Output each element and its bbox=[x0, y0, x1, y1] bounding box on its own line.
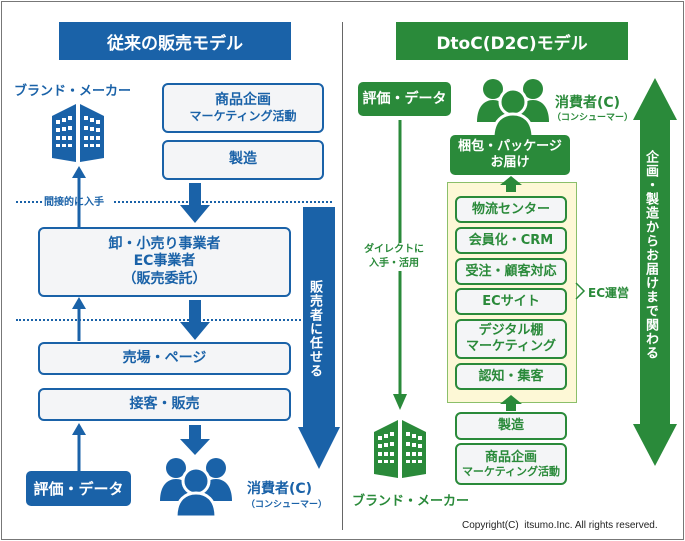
arrow-up-icon bbox=[72, 423, 86, 471]
sales-floor-box: 売場・ページ bbox=[38, 342, 291, 375]
building-icon bbox=[52, 104, 104, 162]
people-icon bbox=[477, 79, 549, 140]
arrow-down-icon bbox=[180, 300, 210, 340]
ec-step-digital-shelf: デジタル棚 マーケティング bbox=[455, 319, 567, 359]
ec-operations-label: EC運営 bbox=[588, 286, 630, 300]
delivery-line1: 梱包・パッケージ bbox=[458, 139, 562, 155]
d2c-manufacturing-box: 製造 bbox=[455, 412, 567, 440]
ec-bracket-icon bbox=[575, 282, 586, 300]
divider-dotted-line bbox=[114, 201, 332, 203]
ec-step-ec-site: ECサイト bbox=[455, 288, 567, 315]
arrow-down-icon bbox=[180, 425, 210, 455]
delivery-box: 梱包・パッケージ お届け bbox=[450, 135, 570, 175]
divider-dotted-line bbox=[16, 319, 332, 321]
involve-arrow-text: 企画・製造からお届けまで関わる bbox=[643, 150, 658, 360]
building-icon bbox=[374, 420, 426, 478]
direct-label-line1: ダイレクトに bbox=[364, 244, 424, 255]
delegate-arrow-icon bbox=[298, 207, 340, 469]
direct-label: ダイレクトに 入手・活用 bbox=[364, 243, 424, 271]
copyright-text: Copyright(C) itsumo.Inc. All rights rese… bbox=[462, 520, 658, 531]
arrow-up-icon bbox=[500, 176, 522, 192]
ec-step-logistics: 物流センター bbox=[455, 196, 567, 223]
center-divider bbox=[342, 22, 343, 530]
ec-step-awareness: 認知・集客 bbox=[455, 363, 567, 390]
planning-line1: 商品企画 bbox=[215, 91, 271, 108]
ec-step-orders: 受注・顧客対応 bbox=[455, 258, 567, 285]
traditional-model-title: 従来の販売モデル bbox=[59, 22, 291, 60]
d2c-consumer-sub: （コンシューマー） bbox=[552, 113, 634, 123]
direct-label-line2: 入手・活用 bbox=[369, 258, 419, 269]
d2c-planning-line1: 商品企画 bbox=[484, 449, 537, 465]
traditional-consumer-sub: （コンシューマー） bbox=[246, 500, 328, 510]
traditional-planning-box: 商品企画 マーケティング活動 bbox=[162, 83, 324, 133]
planning-line2: マーケティング活動 bbox=[189, 109, 297, 124]
d2c-consumer-label: 消費者(C) bbox=[555, 95, 621, 111]
ec-step-crm: 会員化・CRM bbox=[455, 227, 567, 254]
d2c-planning-line2: マーケティング活動 bbox=[461, 465, 561, 479]
d2c-feedback-box: 評価・データ bbox=[358, 82, 451, 116]
retailer-line1: 卸・小売り事業者 bbox=[108, 235, 221, 252]
arrow-up-icon bbox=[72, 297, 86, 341]
arrow-up-icon bbox=[72, 166, 86, 228]
people-icon bbox=[160, 458, 232, 519]
delivery-line2: お届け bbox=[490, 155, 530, 170]
traditional-manufacturing-box: 製造 bbox=[162, 140, 324, 180]
retailer-line2: EC事業者 bbox=[133, 253, 196, 270]
d2c-brand-label: ブランド・メーカー bbox=[352, 494, 470, 509]
arrow-down-icon bbox=[180, 183, 210, 223]
traditional-feedback-box: 評価・データ bbox=[26, 471, 131, 506]
retailer-box: 卸・小売り事業者 EC事業者 （販売委託） bbox=[38, 227, 291, 297]
double-arrow-icon bbox=[633, 78, 677, 466]
d2c-model-title: DtoC(D2C)モデル bbox=[396, 22, 628, 60]
delegate-arrow-text: 販売者に任せる bbox=[307, 280, 322, 378]
traditional-consumer-label: 消費者(C) bbox=[247, 481, 313, 497]
customer-service-box: 接客・販売 bbox=[38, 388, 291, 421]
divider-dotted-line bbox=[16, 201, 42, 203]
d2c-planning-box: 商品企画 マーケティング活動 bbox=[455, 443, 567, 485]
indirect-label: 間接的に入手 bbox=[42, 193, 106, 208]
arrow-up-icon bbox=[500, 395, 522, 411]
retailer-line3: （販売委託） bbox=[122, 270, 207, 287]
traditional-brand-label: ブランド・メーカー bbox=[14, 84, 132, 99]
